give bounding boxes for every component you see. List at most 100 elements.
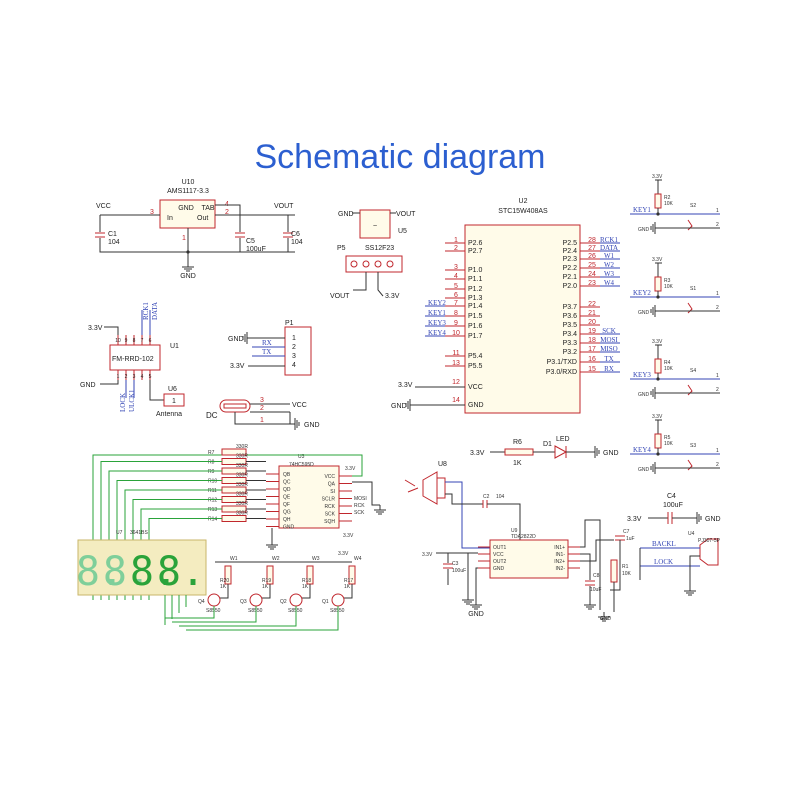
mcu-left-pin-num: 10 (452, 330, 460, 337)
key-resistor-value: 10K (664, 441, 674, 447)
mcu-right-pin-name: P2.4 (563, 248, 578, 255)
p1-tx-label: TX (262, 348, 271, 356)
driver-transistor-ref: Q3 (240, 599, 247, 605)
r1-resistor (610, 559, 618, 583)
segment-resistor-value: 330R (236, 454, 248, 460)
driver-w-label: W4 (354, 556, 362, 562)
driver-transistor-ref: Q2 (280, 599, 287, 605)
shift-left-pin-name: GND (283, 525, 295, 531)
led-ref: D1 (543, 441, 552, 448)
key-33-label: 3.3V (652, 174, 663, 180)
mcu-left-pin-name: P1.1 (468, 276, 483, 283)
mcu-left-pin-num: 6 (454, 292, 458, 299)
rf-rck-label: RCK1 (142, 302, 150, 320)
rf-module-body (109, 344, 161, 371)
driver-resistor-value: 1K (262, 584, 269, 590)
mcu-ref: U2 (519, 198, 528, 205)
driver-base-wire (302, 584, 311, 599)
mcu-left-pin-name: P5.5 (468, 363, 483, 370)
mcu-right-pin-name: P3.3 (563, 340, 578, 347)
junction-dot (656, 452, 660, 456)
key-resistor-ref: R3 (664, 278, 671, 284)
display-digit: 8. (103, 549, 151, 595)
vout-label: VOUT (274, 203, 294, 210)
mcu-left-pin-name: P1.4 (468, 303, 483, 310)
amp-gnd-bottom-label: GND (600, 616, 612, 622)
mcu-right-pin-name: P2.5 (563, 240, 578, 247)
amp-33-label: 3.3V (422, 552, 433, 558)
segment-resistor-ref: R10 (208, 479, 217, 485)
mcu-left-pin-num: 9 (454, 320, 458, 327)
speaker-wire-2 (445, 493, 483, 505)
key-net-label: KEY2 (633, 289, 651, 297)
key-resistor-ref: R2 (664, 195, 671, 201)
shift-left-pin-name: QE (283, 495, 291, 501)
key-switch-symbol (687, 302, 693, 314)
mcu-right-net-label: W4 (604, 279, 615, 287)
key-resistor-ref: R5 (664, 435, 671, 441)
audio-jack-ref: U4 (688, 531, 695, 537)
regulator-tab-wire (215, 204, 241, 215)
amp-right-pin: IN1+ (554, 545, 565, 551)
mcu-left-pin-name: P5.4 (468, 353, 483, 360)
c4-gnd-label: GND (705, 516, 721, 523)
c5-value: 100uF (246, 246, 266, 253)
c6-value: 104 (291, 239, 303, 246)
mcu-right-net-label: MISO (600, 345, 618, 353)
key-net-label: KEY1 (633, 206, 651, 214)
shift-right-pin-name: VCC (324, 474, 335, 480)
regulator-ref: U10 (182, 179, 195, 186)
p5-pin (362, 260, 370, 268)
segment-resistor-value: 330R (236, 511, 248, 517)
key-switch-symbol (687, 384, 693, 396)
led-resistor-ref: R6 (513, 439, 522, 446)
u5-gnd-label: GND (338, 211, 354, 218)
p5-33-label: 3.3V (385, 293, 400, 300)
mcu-right-net-label: W1 (604, 252, 615, 260)
regulator-in-label: In (167, 215, 173, 222)
rf-module-ref: U1 (170, 343, 179, 350)
p1-pin-num: 4 (292, 362, 296, 369)
rf-top-pin-num: 9 (125, 338, 128, 344)
u5-body (359, 209, 391, 239)
shift-right-pin-name: RCK (324, 504, 335, 510)
driver-resistor-ref: R19 (262, 578, 271, 584)
mcu-right-pin-num: 18 (588, 337, 596, 344)
shift-33-label: 3.3V (343, 533, 354, 539)
mcu-right-pin-name: P2.2 (563, 265, 578, 272)
p5-pin (386, 260, 394, 268)
mcu-right-pin-name: P3.6 (563, 313, 578, 320)
segment-resistor-value: 330R (236, 482, 248, 488)
c1-ref: C1 (108, 231, 117, 238)
segment-resistor-ref: R7 (208, 450, 215, 456)
key-33-label: 3.3V (652, 339, 663, 345)
key-resistor-value: 10K (664, 201, 674, 207)
speaker-sound-icon (404, 479, 419, 493)
mcu-right-net-label: RX (604, 365, 614, 373)
u5-part: SS12F23 (365, 245, 394, 252)
rf-gnd-label: GND (80, 382, 96, 389)
driver-collector-wire (172, 606, 257, 623)
driver-collector-wire (186, 606, 339, 631)
mcu-left-pin-name: P1.0 (468, 267, 483, 274)
driver-transistor (331, 593, 345, 607)
mcu-33-label: 3.3V (398, 382, 413, 389)
mcu-left-pin-name: P2.6 (468, 240, 483, 247)
speaker-body (436, 477, 446, 499)
key-gnd-label: GND (638, 467, 650, 473)
driver-resistor-value: 1K (344, 584, 351, 590)
mcu-left-net-label: KEY2 (428, 299, 446, 307)
amp-left-pin: OUT2 (493, 559, 507, 565)
rf-bot-pin-num: 1 (117, 374, 120, 380)
driver-resistor-ref: R17 (344, 578, 353, 584)
shift-sck-label: SCK (354, 510, 365, 516)
shift-rck-label: RCK (354, 503, 365, 509)
antenna-label: Antenna (156, 411, 182, 418)
mcu-left-pin-name: P1.3 (468, 295, 483, 302)
key-gnd-label: GND (638, 392, 650, 398)
amp-gnd-wire (475, 567, 478, 600)
led-symbol (554, 445, 568, 459)
antenna-body (163, 393, 185, 407)
shift-left-pin-name: QF (283, 502, 290, 508)
